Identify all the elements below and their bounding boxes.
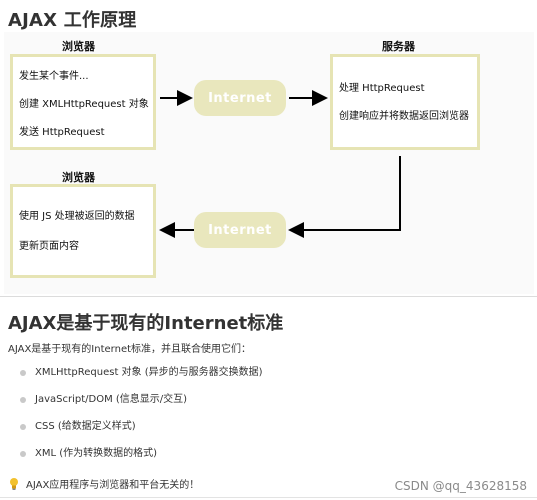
list-item: JavaScript/DOM (信息显示/交互) [20,393,263,420]
browser-box-bottom: 使用 JS 处理被返回的数据 更新页面内容 [10,184,156,278]
bullet-icon [20,370,26,376]
page-title: AJAX 工作原理 [8,10,137,31]
section-intro: AJAX是基于现有的Internet标准，并且联合使用它们： [8,344,252,355]
standards-list: XMLHttpRequest 对象 (异步的与服务器交换数据) JavaScri… [20,366,263,474]
list-item: CSS (给数据定义样式) [20,420,263,447]
browser-step-3: 发送 HttpRequest [19,127,105,138]
arrow-server-to-internet [288,156,401,238]
section-divider [0,296,537,297]
tip-text: AJAX应用程序与浏览器和平台无关的！ [26,480,200,491]
browser-box-top: 发生某个事件... 创建 XMLHttpRequest 对象 发送 HttpRe… [10,54,156,150]
server-box: 处理 HttpRequest 创建响应并将数据返回浏览器 [330,54,480,150]
browser-label-bottom: 浏览器 [62,171,95,184]
browser-step-2: 创建 XMLHttpRequest 对象 [19,99,149,110]
lightbulb-icon [10,477,18,490]
internet-cloud-top: Internet [194,80,286,116]
bullet-icon [20,424,26,430]
watermark: CSDN @qq_43628158 [394,479,527,493]
server-step-1: 处理 HttpRequest [339,83,425,94]
flow-arrows [159,90,401,238]
list-item: XMLHttpRequest 对象 (异步的与服务器交换数据) [20,366,263,393]
ajax-flow-diagram: 浏览器 发生某个事件... 创建 XMLHttpRequest 对象 发送 Ht… [4,32,534,294]
internet-cloud-bottom: Internet [194,212,286,248]
bullet-icon [20,397,26,403]
bullet-icon [20,451,26,457]
browser-step-1: 发生某个事件... [19,71,89,82]
tip-note: AJAX应用程序与浏览器和平台无关的！ [8,476,199,491]
browser-result-2: 更新页面内容 [19,241,79,252]
server-step-2: 创建响应并将数据返回浏览器 [339,111,469,122]
list-item: XML (作为转换数据的格式) [20,447,263,474]
bottom-divider [0,497,537,498]
browser-result-1: 使用 JS 处理被返回的数据 [19,211,135,222]
server-label: 服务器 [382,40,415,53]
browser-label-top: 浏览器 [62,40,95,53]
section-heading: AJAX是基于现有的Internet标准 [8,313,284,334]
